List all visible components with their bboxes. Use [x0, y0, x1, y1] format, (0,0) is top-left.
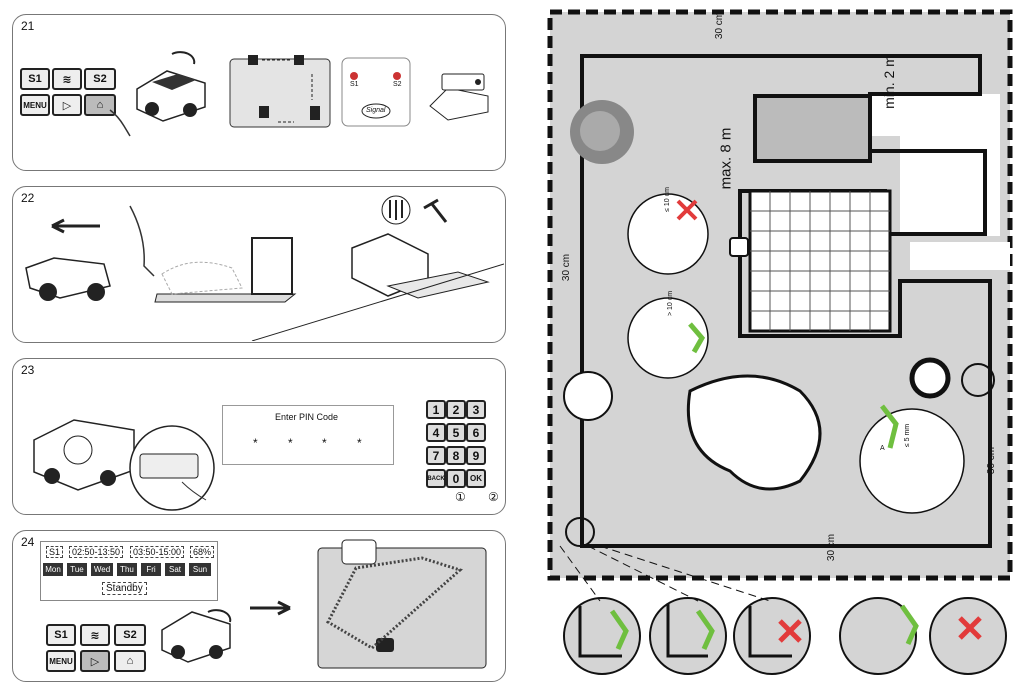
- signal-s1-label: S1: [350, 81, 359, 88]
- callout-2: ②: [488, 490, 499, 504]
- s2-button[interactable]: S2: [84, 68, 116, 90]
- key-7[interactable]: 7: [426, 446, 446, 465]
- signal-text: Signal: [366, 107, 386, 114]
- charging-station-icon: [729, 237, 749, 257]
- mower-icon: [25, 257, 111, 301]
- signal-card: [341, 57, 411, 127]
- blade-button[interactable]: ≋: [80, 624, 110, 646]
- tree-icon: [570, 100, 634, 164]
- dimension-right: 30 cm: [986, 446, 998, 475]
- charging-station-icon: [154, 237, 297, 303]
- menu-button[interactable]: MENU: [20, 94, 50, 116]
- s1-button[interactable]: S1: [46, 624, 76, 646]
- dimension-top: 30 cm: [714, 11, 726, 40]
- battery-level: 68%: [190, 546, 215, 558]
- day-fri: Fri: [141, 563, 161, 576]
- day-tue: Tue: [67, 563, 87, 576]
- step-22-illustrations: [25, 195, 504, 341]
- time-slot-1: 02:50-13:50: [69, 546, 124, 558]
- key-4[interactable]: 4: [426, 423, 446, 442]
- day-sat: Sat: [165, 563, 185, 576]
- bush-icon: [563, 371, 613, 421]
- callout-1: ①: [455, 490, 466, 504]
- day-thu: Thu: [117, 563, 137, 576]
- signal-s2-label: S2: [393, 81, 402, 88]
- key-8[interactable]: 8: [446, 446, 466, 465]
- arrow-left-icon: [51, 218, 100, 234]
- mower-icon: [136, 51, 206, 122]
- flower-bed-icon: [909, 357, 951, 399]
- base-station-icon: [251, 233, 504, 341]
- hammer-icon: [423, 198, 448, 223]
- schedule-display: [40, 541, 218, 601]
- day-wed: Wed: [91, 563, 113, 576]
- day-mon: Mon: [43, 563, 63, 576]
- ok-check-icon: [688, 322, 899, 449]
- key-back[interactable]: BACK: [426, 469, 446, 488]
- key-3[interactable]: 3: [466, 400, 486, 419]
- lawn-layout-diagram: [547, 9, 1013, 675]
- step-21-illustrations: [109, 51, 489, 137]
- play-button[interactable]: ▷: [80, 650, 110, 672]
- pin-digit-4: *: [357, 436, 362, 450]
- step-23-illustrations: [33, 419, 215, 511]
- step-number: 21: [21, 19, 35, 33]
- pond-icon: [686, 374, 822, 491]
- play-button[interactable]: ▷: [52, 94, 82, 116]
- step-24-illustrations: [161, 539, 487, 669]
- zoom-circle: [129, 425, 215, 511]
- zone-label: S1: [46, 546, 64, 558]
- step-number: 23: [21, 363, 35, 377]
- step-number: 24: [21, 535, 35, 549]
- cross-icon: [676, 199, 698, 221]
- time-slot-2: 03:50-15:00: [130, 546, 185, 558]
- pin-digit-2: *: [288, 436, 293, 450]
- status-label: Standby: [102, 582, 147, 595]
- dimension-max-8m: max. 8 m: [717, 127, 735, 190]
- boundary-map-icon: [229, 55, 331, 128]
- peg-label-a: A: [880, 445, 885, 452]
- key-1[interactable]: 1: [426, 400, 446, 419]
- mowing-area-map: [317, 539, 487, 669]
- home-button[interactable]: ⌂: [114, 650, 146, 672]
- pin-title: Enter PIN Code: [275, 412, 339, 422]
- mower-icon: [161, 609, 232, 663]
- hand-icon: [109, 109, 131, 137]
- arrow-right-icon: [250, 600, 291, 616]
- key-9[interactable]: 9: [466, 446, 486, 465]
- charging-station-icon: [429, 73, 489, 121]
- peg-label-gt10: > 10 cm: [667, 290, 675, 317]
- key-2[interactable]: 2: [446, 400, 466, 419]
- dimension-bottom: 30 cm: [826, 533, 838, 562]
- key-ok[interactable]: OK: [466, 469, 486, 488]
- key-6[interactable]: 6: [466, 423, 486, 442]
- mower-open-lid-icon: [33, 419, 135, 491]
- pin-screen: Enter PIN Code * * * *: [222, 405, 394, 465]
- grid-area: [748, 189, 892, 333]
- zoom-circle: [565, 193, 995, 547]
- pin-digit-3: *: [322, 436, 327, 450]
- key-5[interactable]: 5: [446, 423, 466, 442]
- pin-digit-1: *: [253, 436, 258, 450]
- peg-label-5mm: ≤ 5 mm: [904, 423, 912, 448]
- blade-button[interactable]: ≋: [52, 68, 82, 90]
- key-0[interactable]: 0: [446, 469, 466, 488]
- step-number: 22: [21, 191, 35, 205]
- s2-button[interactable]: S2: [114, 624, 146, 646]
- screw-icon: [381, 195, 411, 225]
- home-button[interactable]: ⌂: [84, 94, 116, 116]
- menu-button[interactable]: MENU: [46, 650, 76, 672]
- corner-example-row: [559, 545, 1007, 675]
- peg-label-le10: ≤ 10 cm: [663, 187, 671, 212]
- hand-icon: [129, 205, 155, 277]
- s1-button[interactable]: S1: [20, 68, 50, 90]
- day-sun: Sun: [189, 563, 211, 576]
- dimension-min-2m: min. 2 m: [880, 55, 897, 109]
- dimension-left: 30 cm: [561, 253, 573, 282]
